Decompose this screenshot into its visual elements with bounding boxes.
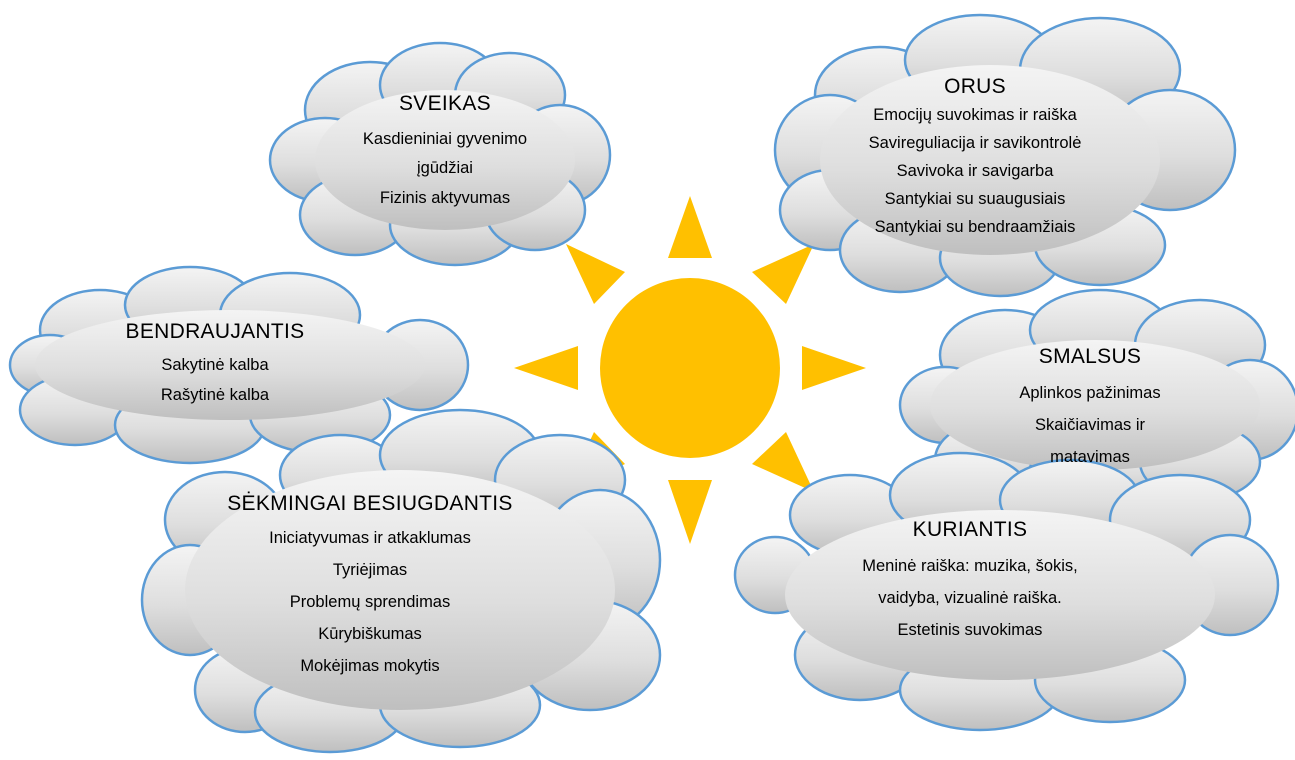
sun xyxy=(514,196,866,544)
cloud-kuriantis-item: Meninė raiška: muzika, šokis, xyxy=(862,557,1078,575)
cloud-sveikas-item: įgūdžiai xyxy=(417,159,473,177)
sun-ray-bottom-right xyxy=(752,432,814,492)
cloud-bendraujantis xyxy=(8,265,470,465)
cloud-sekmingai-item: Problemų sprendimas xyxy=(289,593,451,611)
cloud-smalsus-item: Skaičiavimas ir xyxy=(1034,416,1146,434)
cloud-sekmingai-item: Kūrybiškumas xyxy=(318,625,422,643)
sun-ray-left xyxy=(514,346,578,390)
cloud-orus-item: Santykiai su bendraamžiais xyxy=(874,218,1076,236)
cloud-sveikas-item: Fizinis aktyvumas xyxy=(379,189,511,207)
cloud-sekmingai-title: SĖKMINGAI BESIUGDANTIS xyxy=(227,492,513,515)
cloud-orus-item: Santykiai su suaugusiais xyxy=(884,190,1066,208)
sun-ray-right xyxy=(802,346,866,390)
cloud-sveikas-text: SVEIKAS Kasdieniniai gyvenimo įgūdžiai F… xyxy=(345,92,545,212)
cloud-smalsus-item: matavimas xyxy=(1050,448,1130,466)
cloud-orus-item: Savireguliacija ir savikontrolė xyxy=(868,134,1082,152)
cloud-sveikas-title: SVEIKAS xyxy=(399,92,491,115)
cloud-sekmingai xyxy=(140,408,662,754)
cloud-kuriantis-text: KURIANTIS Meninė raiška: muzika, šokis, … xyxy=(850,518,1090,646)
cloud-kuriantis-title: KURIANTIS xyxy=(912,518,1028,541)
cloud-kuriantis-item: vaidyba, vizualinė raiška. xyxy=(878,589,1062,607)
cloud-sveikas xyxy=(268,41,612,267)
cloud-orus-title: ORUS xyxy=(944,75,1006,98)
cloud-bendraujantis-text: BENDRAUJANTIS Sakytinė kalba Rašytinė ka… xyxy=(115,320,315,410)
cloud-sekmingai-item: Iniciatyvumas ir atkaklumas xyxy=(269,529,471,547)
sun-ray-top-left xyxy=(566,244,625,304)
cloud-bendraujantis-title: BENDRAUJANTIS xyxy=(125,320,305,343)
cloud-bendraujantis-item: Rašytinė kalba xyxy=(160,386,270,404)
cloud-bendraujantis-item: Sakytinė kalba xyxy=(161,356,269,374)
sun-ray-top xyxy=(668,196,712,258)
cloud-orus-item: Savivoka ir savigarba xyxy=(896,162,1054,180)
cloud-sekmingai-item: Tyriėjimas xyxy=(332,561,408,579)
sun-core xyxy=(600,278,780,458)
sun-ray-bottom xyxy=(668,480,712,544)
cloud-orus-item: Emocijų suvokimas ir raiška xyxy=(873,106,1077,124)
cloud-kuriantis-item: Estetinis suvokimas xyxy=(897,621,1043,639)
cloud-sveikas-item: Kasdieniniai gyvenimo xyxy=(362,130,528,148)
cloud-kuriantis xyxy=(733,451,1280,732)
cloud-sekmingai-text: SĖKMINGAI BESIUGDANTIS Iniciatyvumas ir … xyxy=(220,492,520,682)
cloud-orus-text: ORUS Emocijų suvokimas ir raiška Savireg… xyxy=(845,75,1105,241)
cloud-sekmingai-item: Mokėjimas mokytis xyxy=(300,657,440,675)
cloud-orus xyxy=(773,13,1237,298)
cloud-smalsus-title: SMALSUS xyxy=(1038,345,1142,368)
cloud-smalsus-text: SMALSUS Aplinkos pažinimas Skaičiavimas … xyxy=(990,345,1190,473)
cloud-smalsus-item: Aplinkos pažinimas xyxy=(1019,384,1161,402)
sun-ray-top-right xyxy=(752,244,814,304)
